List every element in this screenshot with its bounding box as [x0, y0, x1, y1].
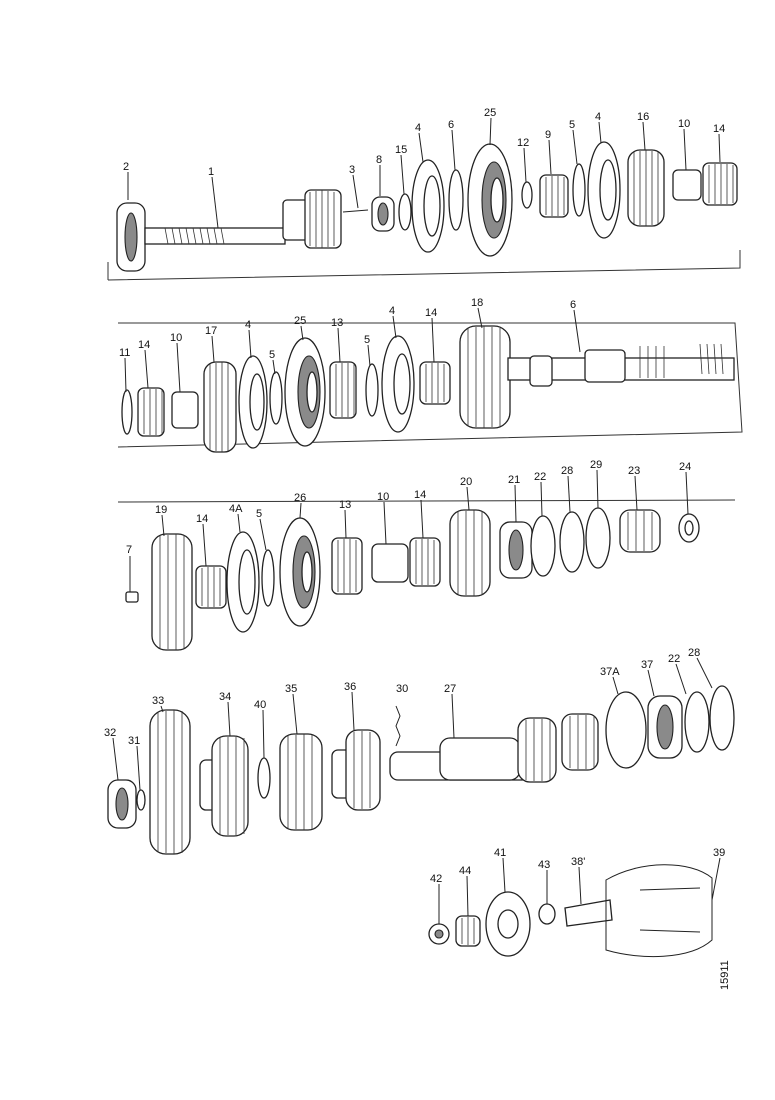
label-10: 10 — [170, 332, 182, 344]
row-1-parts — [116, 141, 738, 272]
label-1: 1 — [208, 166, 214, 178]
row-4-parts — [107, 685, 735, 855]
label-39: 39 — [713, 847, 725, 859]
label-5: 5 — [256, 508, 262, 520]
row-4-labels: 32 31 33 34 40 35 36 30 27 37A 37 22 28 — [104, 647, 700, 747]
label-12: 12 — [517, 137, 529, 149]
row-5-parts — [428, 864, 713, 957]
label-40: 40 — [254, 699, 266, 711]
label-8: 8 — [376, 154, 382, 166]
label-28: 28 — [561, 465, 573, 477]
row-5-leaders — [438, 857, 721, 924]
row-2-parts — [121, 325, 735, 453]
label-10: 10 — [678, 118, 690, 130]
label-16: 16 — [637, 111, 649, 123]
label-17: 17 — [205, 325, 217, 337]
row-2-labels: 11 14 10 17 4 5 25 13 5 4 14 18 6 — [119, 297, 576, 361]
label-19: 19 — [155, 504, 167, 516]
label-37a: 37A — [600, 666, 620, 678]
label-5: 5 — [569, 119, 575, 131]
label-25: 25 — [294, 315, 306, 327]
label-4: 4 — [415, 122, 421, 134]
label-6: 6 — [448, 119, 454, 131]
label-10: 10 — [377, 491, 389, 503]
row-5-labels: 42 44 41 43 38' 39 — [430, 847, 725, 885]
label-24: 24 — [679, 461, 691, 473]
label-14b: 14 — [425, 307, 437, 319]
label-27: 27 — [444, 683, 456, 695]
label-22: 22 — [534, 471, 546, 483]
label-14: 14 — [713, 123, 725, 135]
label-4a: 4A — [229, 503, 243, 515]
label-6: 6 — [570, 299, 576, 311]
label-5b: 5 — [364, 334, 370, 346]
label-33: 33 — [152, 695, 164, 707]
label-15: 15 — [395, 144, 407, 156]
label-32: 32 — [104, 727, 116, 739]
label-36: 36 — [344, 681, 356, 693]
label-20: 20 — [460, 476, 472, 488]
label-41: 41 — [494, 847, 506, 859]
row-4-leaders — [112, 657, 713, 791]
row-1-leaders — [127, 117, 721, 229]
label-44: 44 — [459, 865, 471, 877]
label-31: 31 — [128, 735, 140, 747]
label-35: 35 — [285, 683, 297, 695]
label-21: 21 — [508, 474, 520, 486]
label-34: 34 — [219, 691, 231, 703]
label-9: 9 — [545, 129, 551, 141]
label-14b: 14 — [414, 489, 426, 501]
label-4b: 4 — [389, 305, 395, 317]
row-3-leaders — [129, 469, 689, 592]
label-25: 25 — [484, 107, 496, 119]
label-38prime: 38' — [571, 856, 585, 868]
label-11: 11 — [119, 347, 130, 359]
label-2: 2 — [123, 161, 129, 173]
label-23: 23 — [628, 465, 640, 477]
row-3-labels: 7 19 14 4A 5 26 13 10 14 20 21 22 28 29 … — [126, 459, 691, 556]
label-14: 14 — [138, 339, 150, 351]
label-26: 26 — [294, 492, 306, 504]
label-37: 37 — [641, 659, 653, 671]
label-42: 42 — [430, 873, 442, 885]
label-22: 22 — [668, 653, 680, 665]
label-18: 18 — [471, 297, 483, 309]
label-7: 7 — [126, 544, 132, 556]
label-5: 5 — [269, 349, 275, 361]
section-frames — [107, 250, 743, 503]
label-30: 30 — [396, 683, 408, 695]
label-4: 4 — [245, 319, 251, 331]
reference-number: 15911 — [719, 960, 731, 990]
row-2-leaders — [124, 307, 581, 393]
row-1-labels: 2 1 3 8 15 4 6 25 12 9 5 4 16 10 14 — [123, 107, 725, 178]
label-13: 13 — [331, 317, 343, 329]
label-28: 28 — [688, 647, 700, 659]
label-3: 3 — [349, 164, 355, 176]
label-43: 43 — [538, 859, 550, 871]
label-14: 14 — [196, 513, 208, 525]
label-4b: 4 — [595, 111, 601, 123]
row-3-parts — [125, 507, 700, 651]
label-29: 29 — [590, 459, 602, 471]
label-13: 13 — [339, 499, 351, 511]
